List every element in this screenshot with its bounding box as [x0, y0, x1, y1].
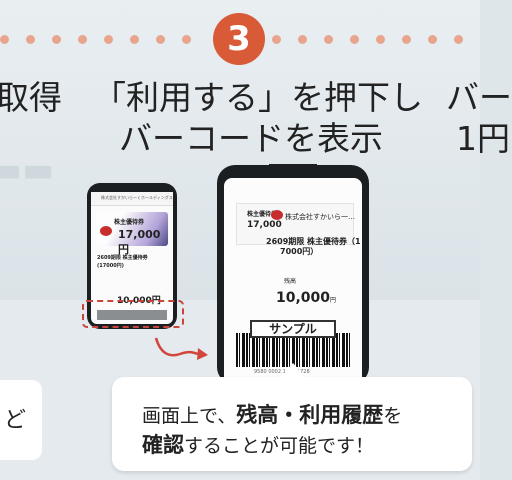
small-phone-line-1: 2609期限 株主優待券 [97, 255, 148, 261]
large-phone-logo-icon [271, 210, 283, 220]
barcode [236, 333, 350, 367]
caption-right-partial-1: バー [446, 78, 512, 117]
background-faint-text: ▬▬ [0, 150, 55, 190]
dashed-highlight [82, 300, 184, 328]
caption-left-partial: 取得 [0, 78, 62, 117]
curved-arrow-icon [154, 337, 208, 360]
caption-right-partial-2: 1円 [456, 119, 510, 158]
amount-unit: 円 [330, 297, 337, 304]
large-phone-screen: 株主優待券 17,000 株式会社すかいら一… 2609期限 株主優待券（1 7… [224, 178, 362, 388]
caption-line-2: バーコードを表示 [119, 119, 383, 158]
callout-line-1: 画面上で、残高・利用履歴を [142, 399, 402, 429]
callout-line-1-a: 画面上で、 [142, 405, 237, 427]
callout-highlight-balance-history: 残高・利用履歴 [236, 403, 384, 427]
small-phone-voucher-card: 株主優待券 17,000円 [96, 212, 168, 256]
callout-line-2: 確認することが可能です！ [142, 429, 374, 459]
large-phone-amount: 10,000円 [276, 290, 336, 306]
amount-value: 10,000 [276, 290, 331, 306]
left-callout-box: ど [0, 380, 42, 460]
caption-line-1: 「利用する」を押下し [93, 78, 423, 117]
small-phone-use-button [97, 310, 167, 320]
small-phone-card-title: 株主優待券 [114, 219, 145, 226]
small-phone-logo-icon [100, 226, 112, 236]
large-phone-line-1: 2609期限 株主優待券（1 [266, 237, 361, 246]
small-phone-line-2: (17000円) [97, 263, 124, 269]
step-dots-right [272, 33, 463, 45]
step-number-badge: 3 [213, 13, 265, 65]
small-phone-header: 株式会社すかいらーくホールディングス [91, 192, 173, 206]
large-phone-balance-label: 残高 [284, 278, 297, 285]
small-phone-card-value: 17,000円 [118, 228, 161, 256]
small-phone: 株式会社すかいらーくホールディングス 株主優待券 17,000円 2609期限 … [87, 183, 177, 329]
step-dots-left [0, 33, 191, 45]
large-phone: 株主優待券 17,000 株式会社すかいら一… 2609期限 株主優待券（1 7… [217, 164, 369, 388]
large-phone-card-value: 17,000 [247, 220, 282, 230]
left-callout-text: ど [4, 408, 27, 433]
large-phone-card-title: 株主優待券 [247, 211, 278, 218]
callout-line-1-c: を [383, 405, 403, 427]
small-phone-screen: 株式会社すかいらーくホールディングス 株主優待券 17,000円 2609期限 … [91, 192, 173, 324]
callout-line-2-b: することが可能です！ [184, 435, 375, 457]
large-phone-line-2: 7000円） [280, 247, 319, 256]
large-phone-voucher-card: 株主優待券 17,000 株式会社すかいら一… [236, 203, 355, 245]
sample-label: サンプル [250, 320, 336, 338]
large-phone-company: 株式会社すかいら一… [285, 213, 355, 221]
callout-bubble: 画面上で、残高・利用履歴を 確認することが可能です！ [112, 363, 472, 471]
callout-highlight-confirm: 確認 [142, 433, 184, 457]
phone-notch [269, 164, 317, 176]
